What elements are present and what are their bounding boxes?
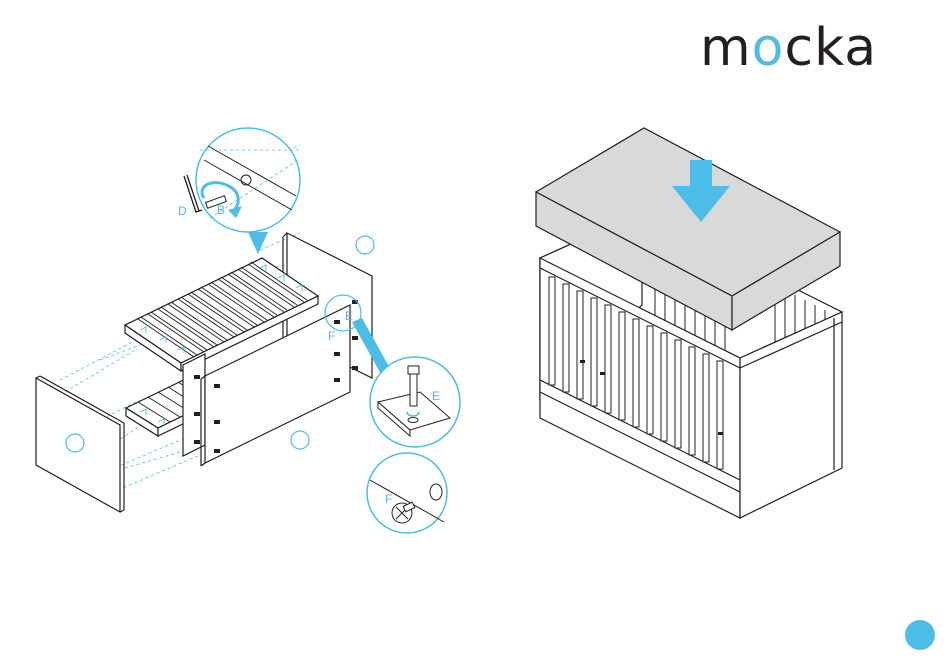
page-indicator-dot (905, 620, 935, 650)
label-e-small: E (345, 309, 353, 323)
label-e: E (432, 389, 440, 403)
label-f-small: F (328, 329, 335, 343)
panel-marker-3 (66, 434, 84, 452)
callout-pointer-top (248, 232, 268, 254)
detail-hex-key: D B (178, 128, 300, 232)
label-b: B (217, 203, 225, 217)
label-f: F (385, 492, 392, 506)
detail-cam-lock: F (367, 453, 447, 533)
detail-cam-bolt: E (370, 357, 460, 447)
panel-marker-1 (356, 236, 374, 254)
label-d: D (178, 204, 187, 218)
panel-marker-2 (291, 431, 309, 449)
